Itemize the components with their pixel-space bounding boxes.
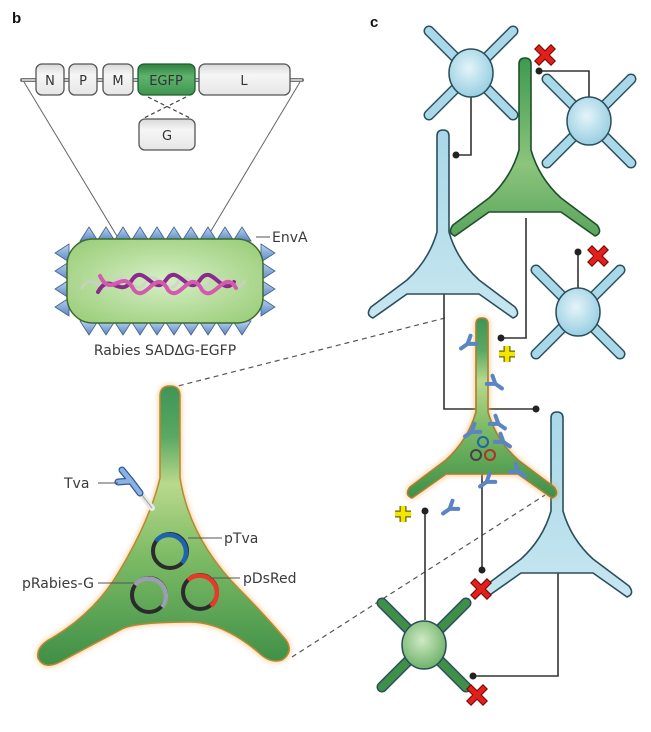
- gene-box-egfp: EGFP: [137, 63, 196, 96]
- interneuron-green-bottom: [376, 597, 472, 693]
- not-infected-x-mark: [587, 245, 609, 267]
- synapse-dot: [497, 334, 505, 342]
- not-infected-x-mark: [466, 684, 488, 706]
- soma: [555, 287, 601, 337]
- synapse-terminals: [421, 67, 582, 680]
- synapse-dot: [421, 507, 429, 515]
- viral-rna-helix: [80, 272, 246, 296]
- tva-receptor: [114, 466, 155, 511]
- starter-neuron: [406, 317, 558, 516]
- neuron-body: [449, 57, 601, 237]
- interneuron-mid-right: [530, 264, 626, 360]
- tva-label: Tva: [63, 476, 89, 492]
- plasmid-ptva-small: [477, 436, 489, 448]
- enva-spike: [54, 243, 70, 263]
- synapse-dot: [532, 405, 540, 413]
- zoom-line-left: [23, 81, 136, 267]
- connection-wire: [473, 569, 559, 677]
- starter-cell-body: [37, 385, 290, 666]
- plasmid-pdsred-small: [484, 449, 496, 461]
- gene-box-m: M: [102, 63, 134, 96]
- synaptic-connections: [424, 70, 590, 677]
- prabies-g-label: pRabies-G: [22, 576, 94, 592]
- synapse-dot: [535, 67, 543, 75]
- panel-label-b: b: [12, 10, 21, 27]
- synapse-dot: [469, 672, 477, 680]
- pyramidal-blue-bottom-right: [481, 411, 633, 598]
- gene-label-l: L: [240, 74, 248, 89]
- tva-receptor-icon: [507, 461, 527, 479]
- pyramidal-green-top: [449, 57, 601, 237]
- tva-receptor-icon: [478, 471, 498, 489]
- tva-receptor-icon: [459, 333, 479, 351]
- pdsred-label: pDsRed: [243, 571, 297, 587]
- virus-caption: Rabies SADΔG-EGFP: [94, 343, 236, 359]
- starter-cell-enlarged: Tva pTva pRabies-G pDsRed: [22, 385, 297, 666]
- plasmid-pdsred: [181, 573, 220, 611]
- not-infected-x-mark: [470, 578, 492, 600]
- gene-label-egfp: EGFP: [149, 74, 183, 89]
- gene-swap-dashes: [143, 96, 191, 119]
- soma: [401, 620, 447, 670]
- ptva-label: pTva: [224, 531, 258, 547]
- infected-plus-mark: [395, 506, 411, 522]
- zoom-dash-top: [169, 317, 446, 389]
- neuron-body: [367, 129, 519, 319]
- tva-receptor-icon: [441, 498, 461, 516]
- tva-receptor-icon: [492, 431, 512, 449]
- infection-marks: [395, 44, 609, 706]
- connection-wire: [456, 96, 472, 156]
- plasmid-prabies-g: [130, 576, 169, 614]
- gene-box-l: L: [198, 63, 291, 96]
- tva-receptor-icon: [487, 413, 507, 431]
- neuron-network: [367, 25, 637, 693]
- gene-label-g: G: [162, 129, 172, 144]
- rabies-genome-construct: N P M EGFP L G: [20, 63, 304, 267]
- gene-box-n: N: [35, 63, 65, 96]
- neuron-body: [481, 411, 633, 598]
- tva-receptor-icon: [463, 421, 483, 439]
- panel-label-c: c: [370, 14, 378, 31]
- rabies-virus-particle: EnvA Rabies SADΔG-EGFP: [54, 226, 308, 359]
- not-infected-x-mark: [534, 44, 556, 66]
- plasmid-ptva: [151, 532, 189, 570]
- connection-wire: [443, 292, 536, 410]
- synapse-dot: [574, 248, 582, 256]
- synapse-dot: [478, 566, 486, 574]
- pyramidal-blue-left: [367, 129, 519, 319]
- soma: [448, 48, 494, 98]
- soma: [566, 96, 612, 146]
- plasmid-prabies-g-small: [470, 449, 482, 461]
- gene-label-n: N: [45, 74, 55, 89]
- interneuron-top-right: [541, 73, 637, 169]
- infected-plus-mark: [499, 346, 515, 362]
- gene-box-g-deleted: G: [138, 118, 196, 151]
- interneuron-top-left: [423, 25, 519, 121]
- tva-receptor-icon: [484, 373, 504, 391]
- synapse-dot: [452, 151, 460, 159]
- enva-label: EnvA: [272, 230, 308, 246]
- neuron-body: [406, 317, 558, 499]
- gene-label-m: M: [112, 74, 123, 89]
- gene-box-p: P: [68, 63, 98, 96]
- connection-wire: [540, 70, 590, 98]
- gene-label-p: P: [79, 74, 87, 89]
- connection-wire: [501, 218, 527, 339]
- enva-spike: [260, 243, 276, 263]
